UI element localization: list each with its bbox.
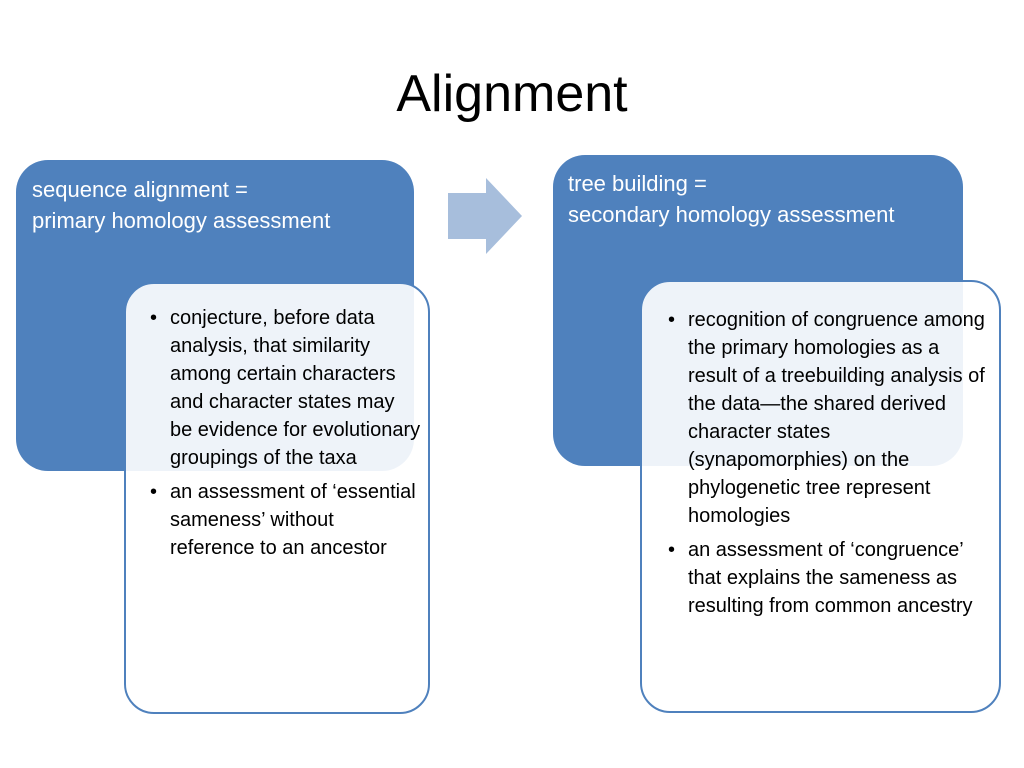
- primary-bullet-list: • conjecture, before data analysis, that…: [148, 304, 422, 562]
- secondary-detail-box: • recognition of congruence among the pr…: [640, 280, 1001, 713]
- bullet-text: conjecture, before data analysis, that s…: [170, 307, 421, 469]
- bullet-icon: •: [668, 309, 676, 331]
- list-item: • conjecture, before data analysis, that…: [148, 304, 422, 472]
- list-item: • an assessment of ‘essential sameness’ …: [148, 478, 422, 562]
- list-item: • recognition of congruence among the pr…: [666, 306, 991, 530]
- primary-header-line2: primary homology assessment: [32, 208, 331, 233]
- bullet-text: an assessment of ‘essential sameness’ wi…: [170, 481, 416, 559]
- secondary-bullet-list: • recognition of congruence among the pr…: [666, 306, 991, 620]
- bullet-icon: •: [150, 307, 158, 329]
- right-arrow-icon: [448, 178, 522, 254]
- list-item: • an assessment of ‘congruence’ that exp…: [666, 536, 991, 620]
- secondary-header-line2: secondary homology assessment: [568, 202, 895, 227]
- bullet-text: an assessment of ‘congruence’ that expla…: [688, 539, 973, 617]
- slide-title: Alignment: [396, 65, 628, 123]
- bullet-icon: •: [668, 539, 676, 561]
- bullet-icon: •: [150, 481, 158, 503]
- primary-header-line1: sequence alignment =: [32, 177, 248, 202]
- primary-detail-box: • conjecture, before data analysis, that…: [124, 282, 430, 714]
- bullet-text: recognition of congruence among the prim…: [688, 309, 985, 527]
- secondary-header-line1: tree building =: [568, 171, 707, 196]
